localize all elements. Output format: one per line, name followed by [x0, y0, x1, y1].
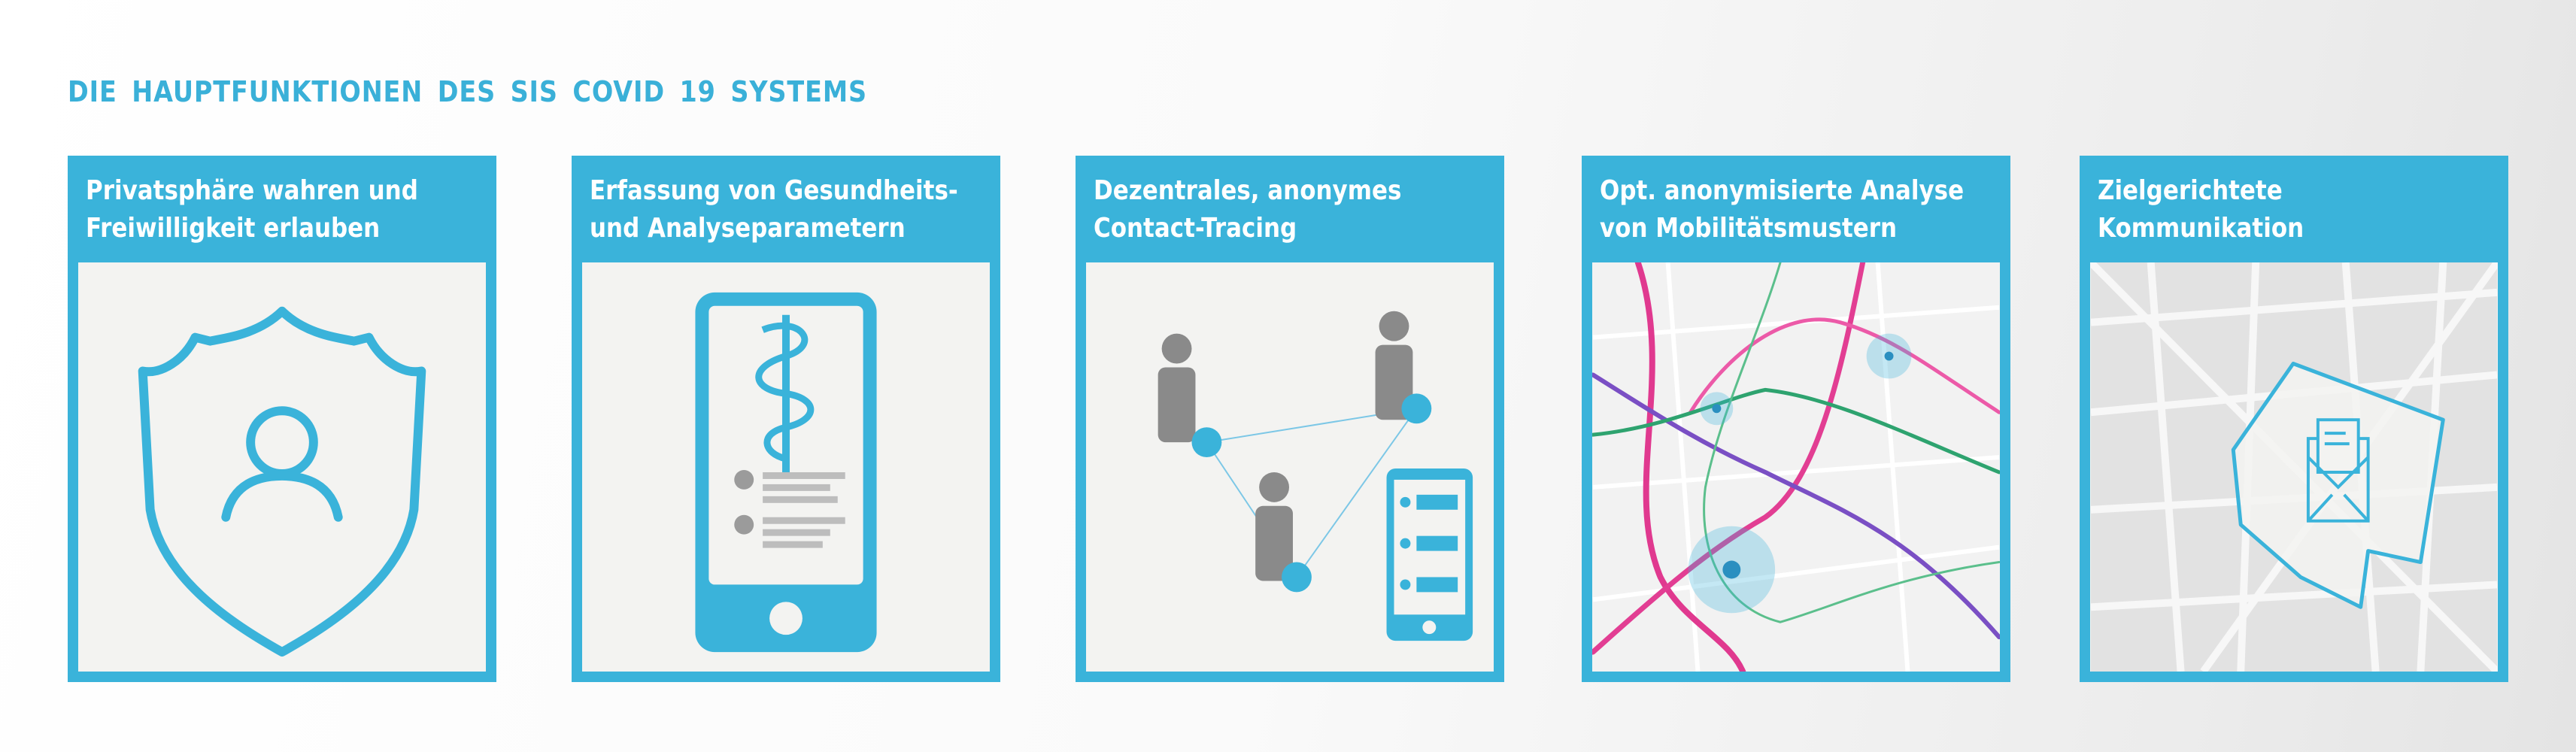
- map-envelope-icon: [2090, 262, 2498, 672]
- card-heading-line: Dezentrales, anonymes: [1094, 175, 1402, 206]
- card-heading: Dezentrales, anonymes Contact-Tracing: [1076, 156, 1504, 259]
- card-heading-line: Opt. anonymisierte Analyse: [1600, 175, 1965, 206]
- card-heading-line: Zielgerichtete: [2098, 175, 2283, 206]
- card-heading-line: Contact-Tracing: [1094, 213, 1297, 244]
- mobility-map-icon: [1592, 262, 2000, 672]
- feature-card-communication: Zielgerichtete Kommunikation: [2080, 156, 2508, 682]
- contact-tracing-icon: [1086, 262, 1494, 672]
- feature-card-health-data: Erfassung von Gesundheits- und Analysepa…: [572, 156, 1000, 682]
- feature-card-mobility: Opt. anonymisierte Analyse von Mobilität…: [1582, 156, 2010, 682]
- card-heading-line: Privatsphäre wahren und: [86, 175, 418, 206]
- card-heading: Zielgerichtete Kommunikation: [2080, 156, 2508, 259]
- card-heading-line: Kommunikation: [2098, 213, 2304, 244]
- feature-card-contact-tracing: Dezentrales, anonymes Contact-Tracing: [1076, 156, 1504, 682]
- card-heading-line: und Analyseparametern: [590, 213, 906, 244]
- card-heading-line: Freiwilligkeit erlauben: [86, 213, 381, 244]
- card-heading: Erfassung von Gesundheits- und Analysepa…: [572, 156, 1000, 259]
- phone-caduceus-icon: [582, 262, 990, 672]
- card-heading-line: Erfassung von Gesundheits-: [590, 175, 958, 206]
- card-heading-line: von Mobilitätsmustern: [1600, 213, 1898, 244]
- feature-card-privacy: Privatsphäre wahren und Freiwilligkeit e…: [68, 156, 496, 682]
- card-heading: Privatsphäre wahren und Freiwilligkeit e…: [68, 156, 496, 259]
- page-title: DIE HAUPTFUNKTIONEN DES SIS COVID 19 SYS…: [68, 75, 867, 108]
- card-heading: Opt. anonymisierte Analyse von Mobilität…: [1582, 156, 2010, 259]
- shield-user-icon: [78, 262, 486, 672]
